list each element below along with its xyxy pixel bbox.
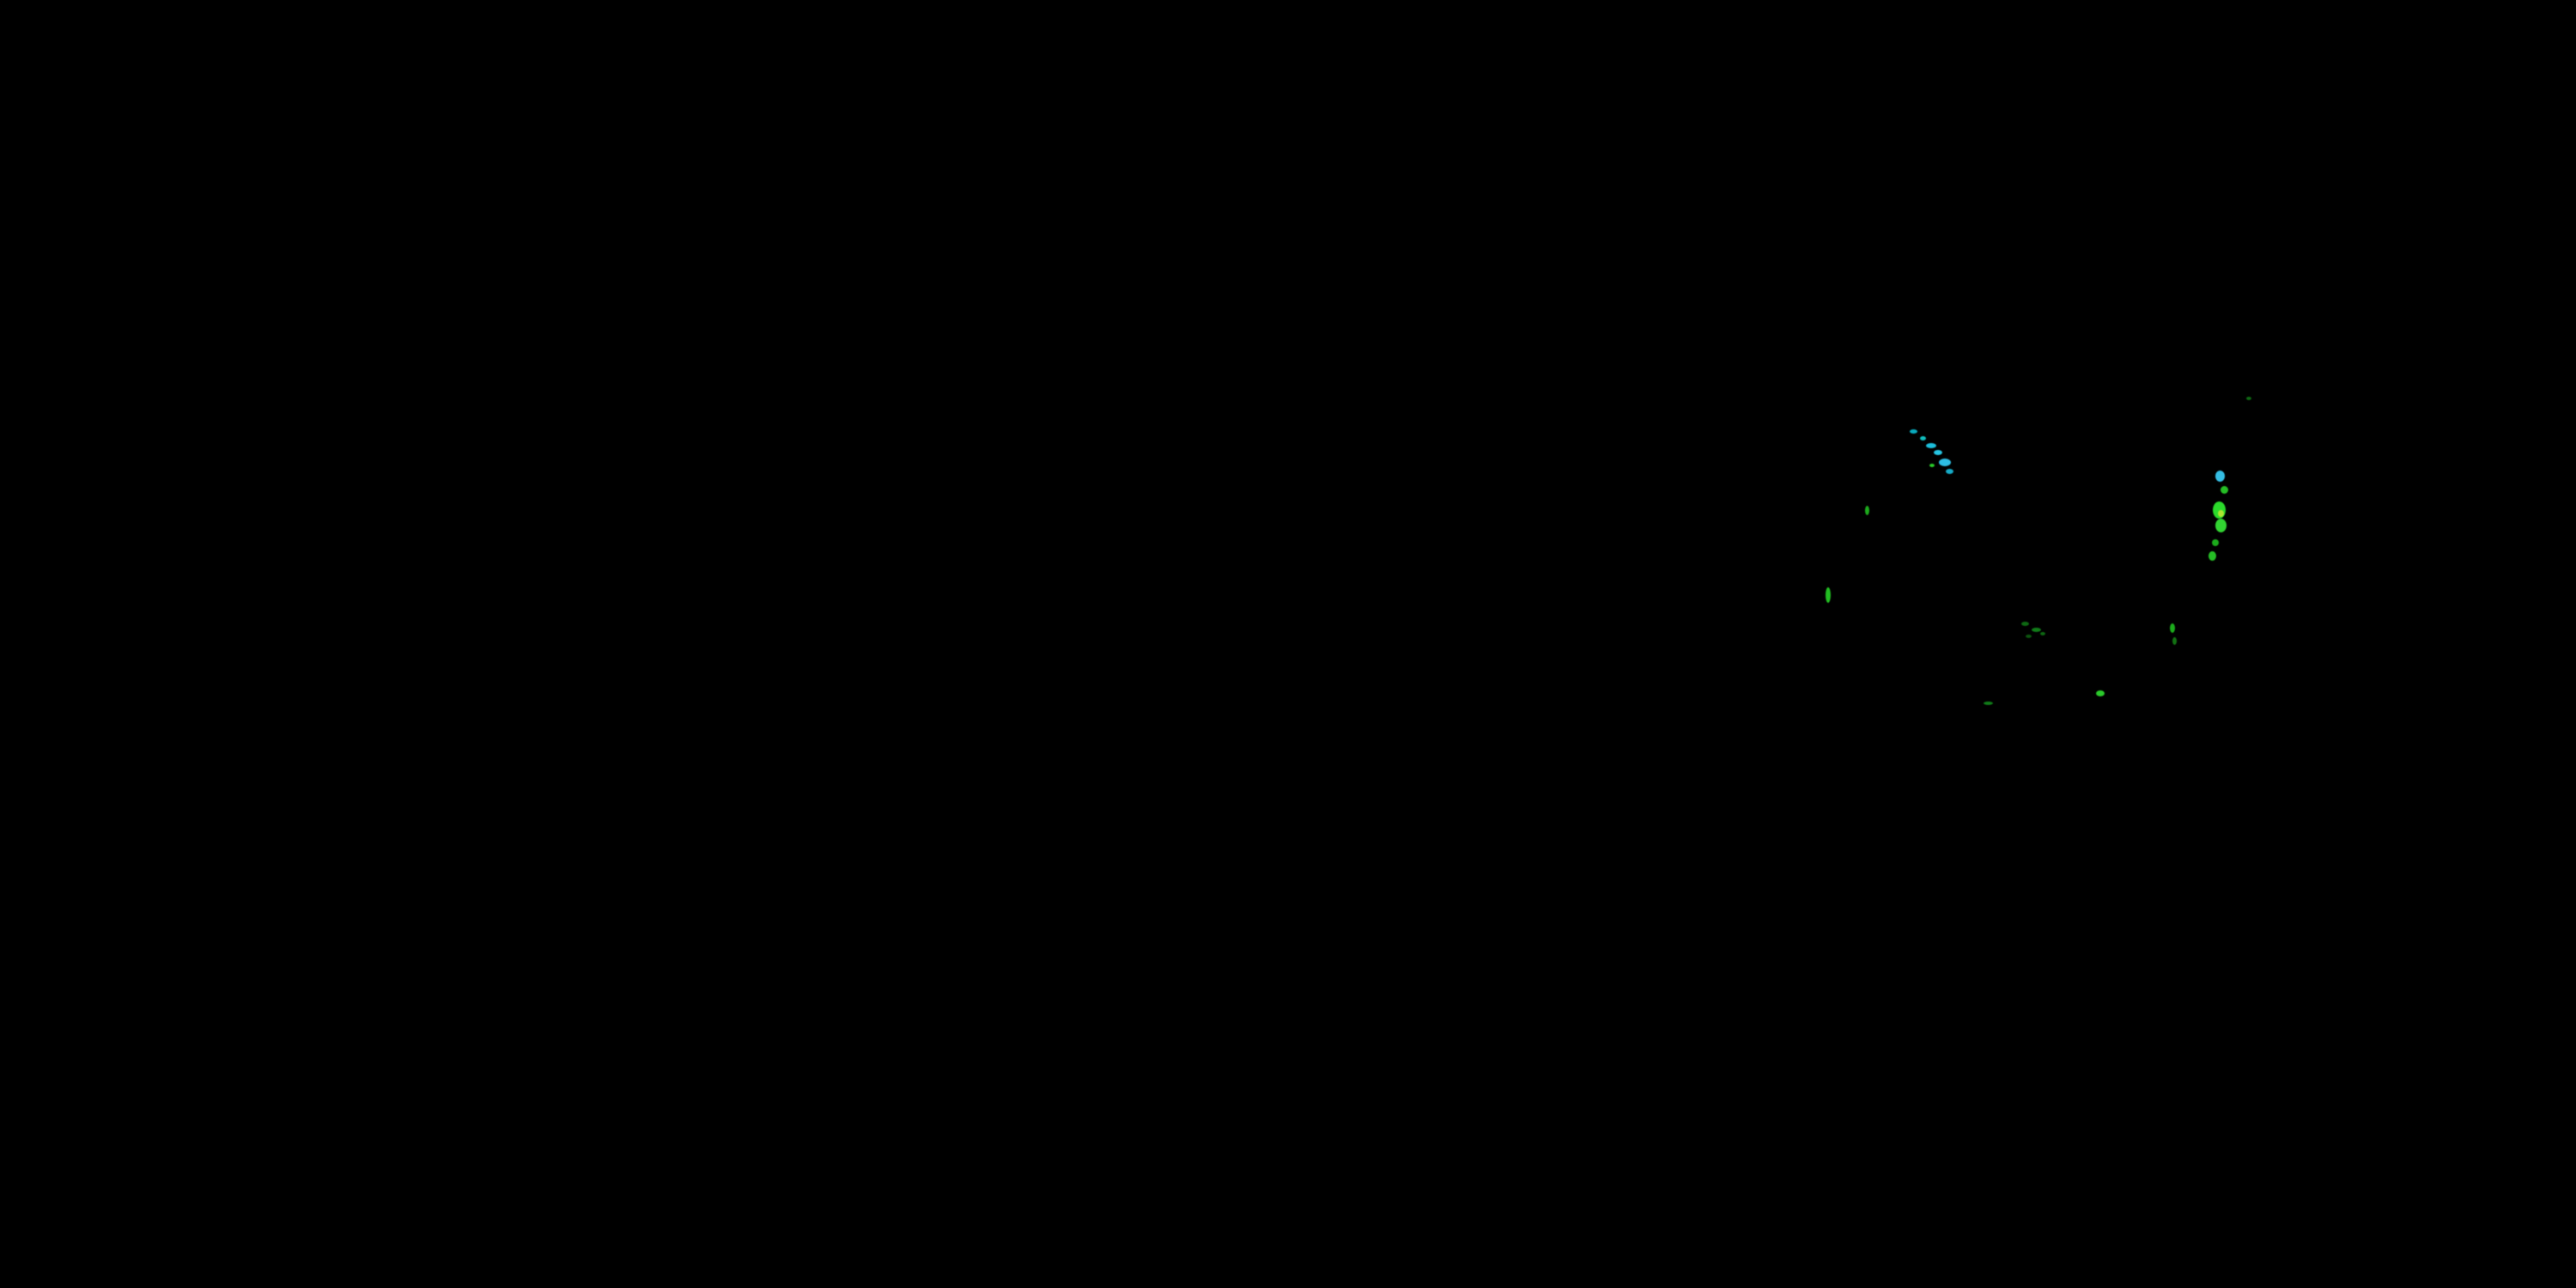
radar-echo [2208,551,2216,561]
radar-echo [2026,635,2032,638]
radar-echo [2215,471,2225,482]
radar-echo [2246,397,2251,400]
radar-echo [1910,429,1917,434]
radar-echo [2218,510,2224,517]
radar-echo [1826,587,1831,603]
radar-echo [2221,486,2228,494]
radar-echo [2170,623,2175,633]
radar-echo [1929,464,1935,467]
radar-echo [1920,436,1926,440]
radar-echo [2215,519,2227,532]
radar-echo [1939,459,1951,466]
radar-echo [1934,450,1942,455]
radar-echo [1984,702,1993,705]
radar-echo [1865,506,1869,515]
radar-echo [2040,632,2045,635]
radar-echo [2212,539,2219,546]
radar-echo [2032,628,2041,632]
radar-echo [1926,443,1936,448]
radar-echo [2096,690,2105,696]
radar-echo [2172,637,2177,645]
radar-echo [2021,622,2029,626]
radar-echo [1946,469,1953,474]
